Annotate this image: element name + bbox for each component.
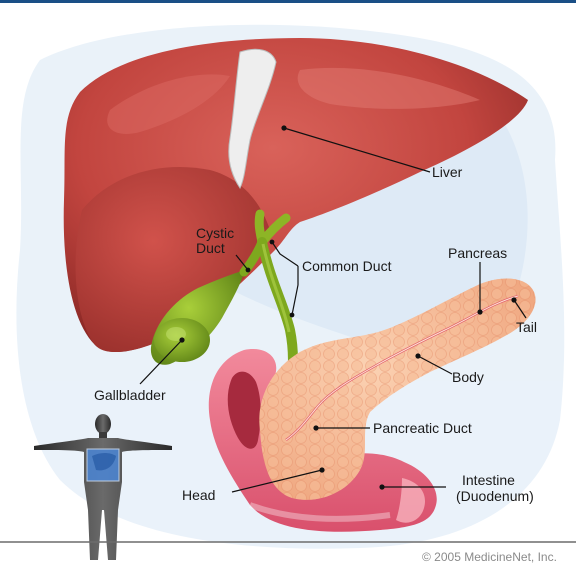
label-liver: Liver xyxy=(432,164,463,180)
label-head: Head xyxy=(182,487,215,503)
label-gallbladder: Gallbladder xyxy=(94,387,166,403)
label-pancreatic-duct: Pancreatic Duct xyxy=(373,420,472,436)
copyright-notice: © 2005 MedicineNet, Inc. xyxy=(422,550,557,564)
label-tail: Tail xyxy=(516,319,537,335)
label-common-duct: Common Duct xyxy=(302,258,392,274)
label-cystic-duct-line1: Cystic xyxy=(196,225,234,241)
label-pancreas: Pancreas xyxy=(448,245,507,261)
top-border xyxy=(0,0,576,3)
label-intestine-line1: Intestine xyxy=(462,472,515,488)
label-intestine-line2: (Duodenum) xyxy=(456,488,534,504)
label-cystic-duct-line2: Duct xyxy=(196,240,225,256)
label-body: Body xyxy=(452,369,484,385)
